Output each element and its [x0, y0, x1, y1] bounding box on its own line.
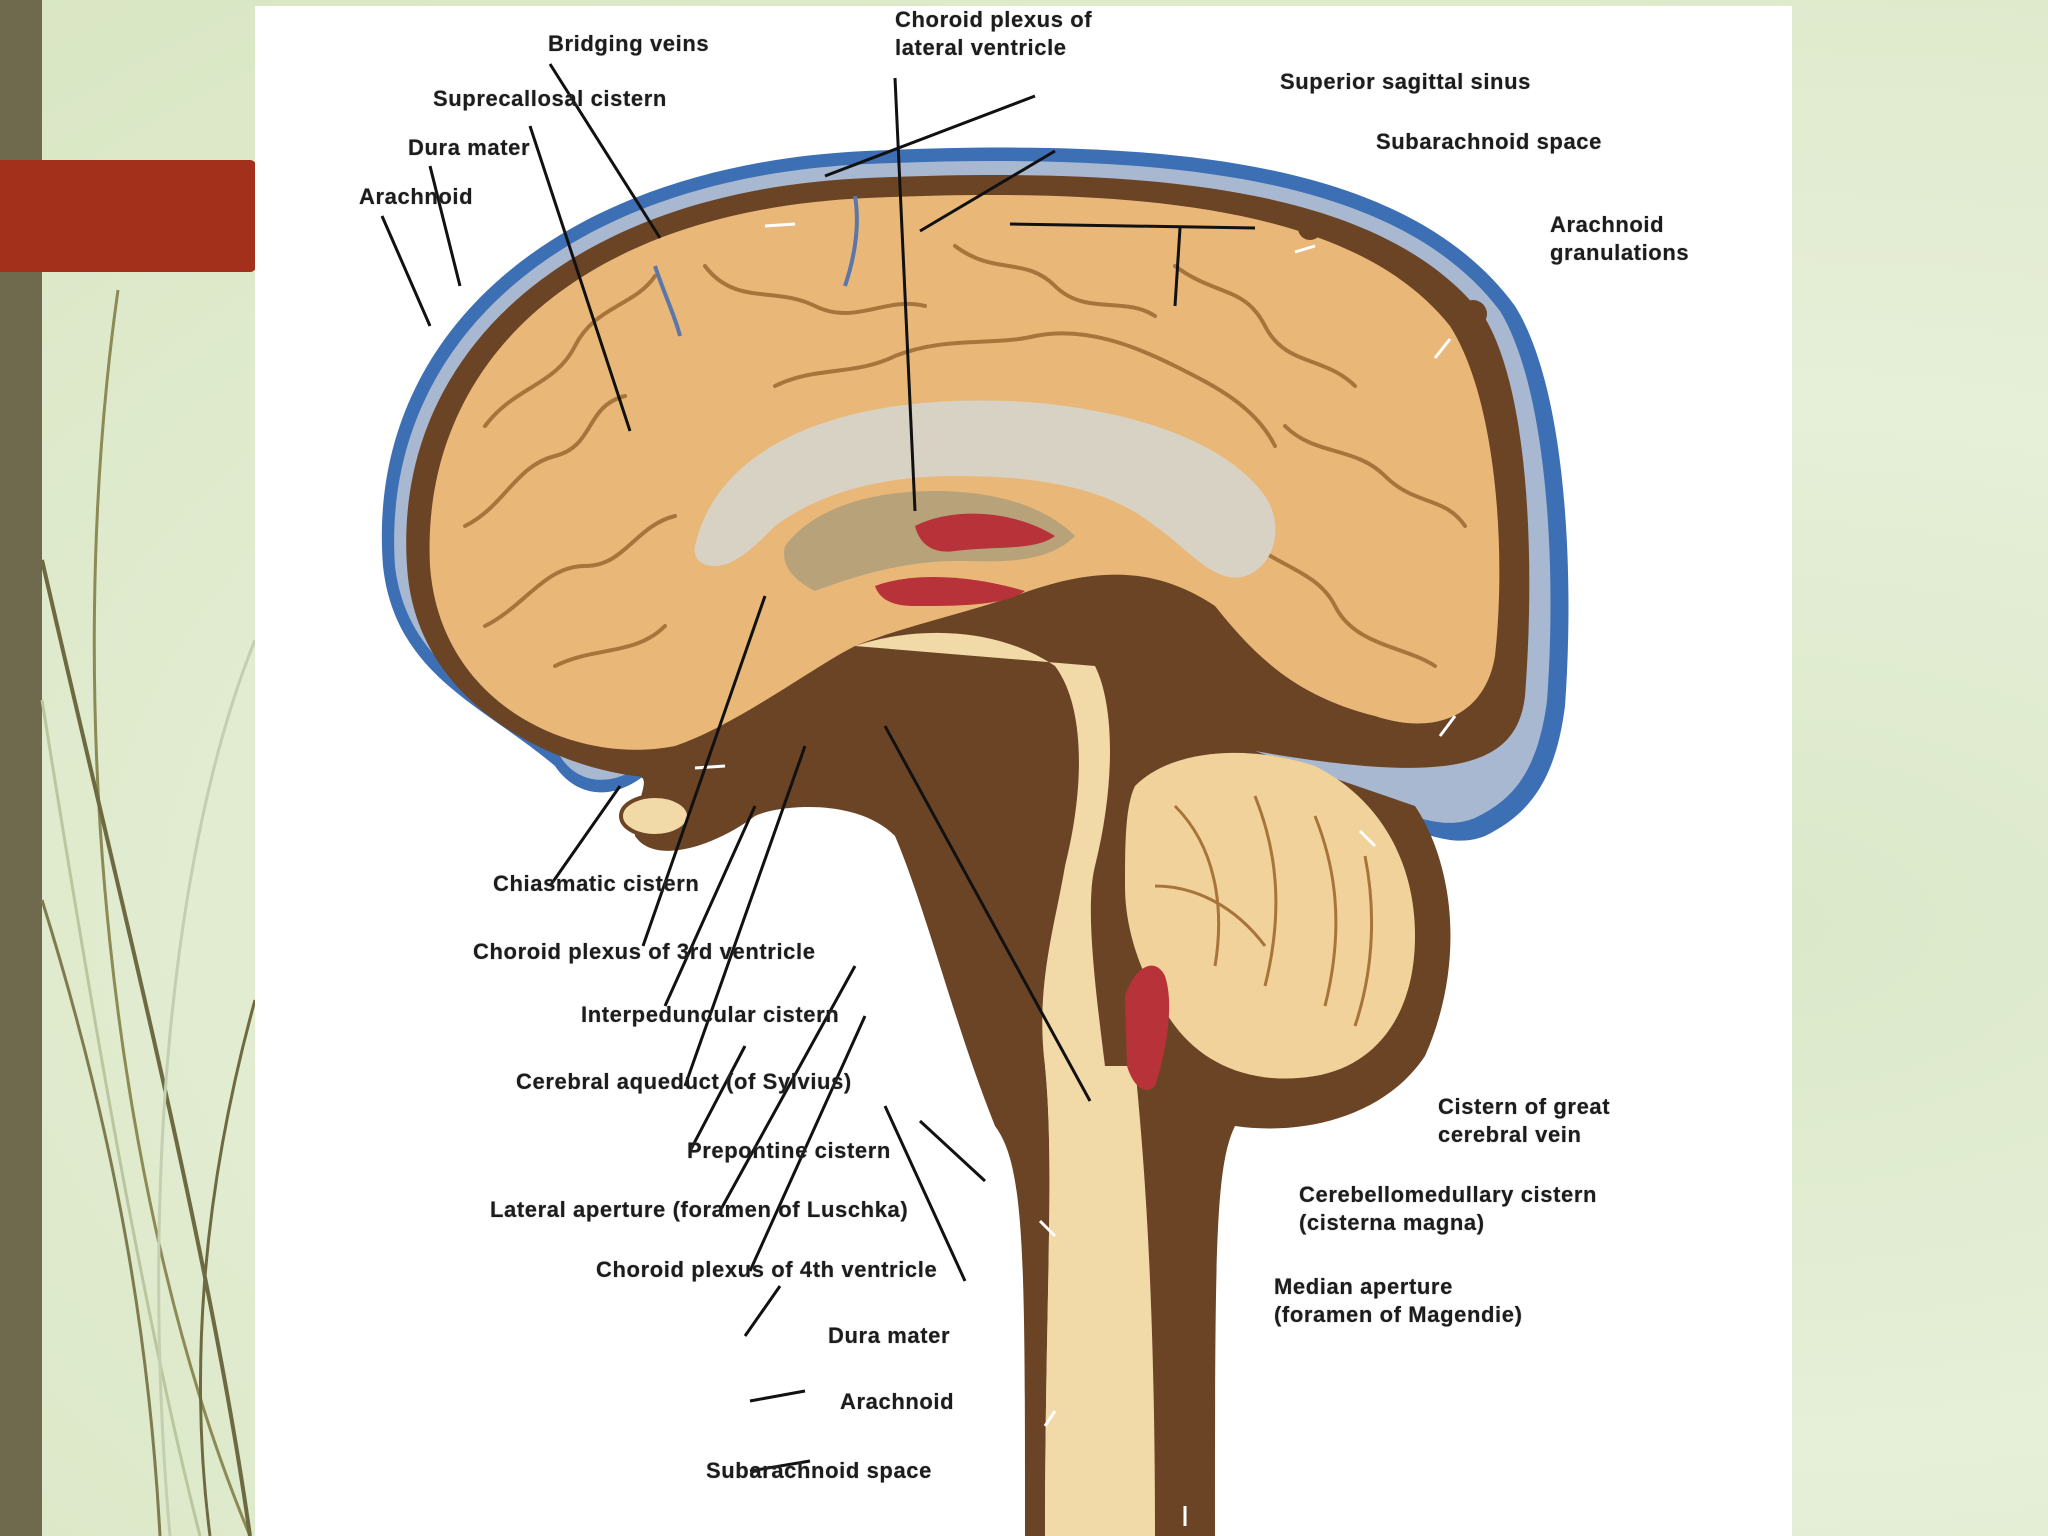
csf-flow-arrows [694, 222, 1457, 1526]
leader-lines [380, 63, 1256, 1473]
gyri-sulci [463, 244, 1467, 668]
label-cistern-great-vein-line2: cerebral vein [1438, 1122, 1582, 1147]
label-cerebellomedullary-line1: Cerebellomedullary cistern [1299, 1182, 1598, 1207]
label-arachnoid-bottom: Arachnoid [840, 1389, 955, 1414]
label-interpeduncular-cistern: Interpeduncular cistern [581, 1002, 840, 1027]
label-bridging-veins: Bridging veins [548, 31, 710, 56]
leader-choroid-4th [748, 1015, 867, 1272]
pituitary [619, 794, 691, 838]
label-superior-sagittal-sinus: Superior sagittal sinus [1280, 69, 1531, 94]
label-median-aperture-line2: (foramen of Magendie) [1274, 1302, 1523, 1327]
label-cerebellomedullary-cistern: Cerebellomedullary cistern (cisterna mag… [1299, 1181, 1639, 1237]
leader-arachnoid-bottom [749, 1389, 806, 1403]
label-choroid-plexus-3rd: Choroid plexus of 3rd ventricle [473, 939, 816, 964]
choroid-plexus-4th [1125, 965, 1170, 1090]
leader-granulations-1 [1009, 222, 1256, 230]
spinal-cord [1045, 1066, 1155, 1536]
leader-interpeduncular [663, 805, 757, 1007]
leader-cerebellomedullary [918, 1119, 987, 1183]
label-cistern-great-vein-line1: Cistern of great [1438, 1094, 1611, 1119]
leader-dura-top [428, 165, 462, 287]
leader-prepontine [688, 1045, 747, 1152]
diagram-panel: Bridging veins Choroid plexus of lateral… [255, 6, 1792, 1536]
label-cistern-great-cerebral-vein: Cistern of great cerebral vein [1438, 1093, 1658, 1149]
label-arachnoid-granulations: Arachnoid granulations [1550, 211, 1750, 267]
label-choroid-plexus-lateral-line1: Choroid plexus of [895, 7, 1093, 32]
leader-cistern-great-vein [883, 725, 1092, 1102]
leader-granulations-2 [1173, 227, 1182, 307]
leader-suprecallosal [528, 125, 632, 432]
leader-subarachnoid-bottom [749, 1459, 811, 1473]
label-arachnoid-top: Arachnoid [359, 184, 474, 209]
label-median-aperture: Median aperture (foramen of Magendie) [1274, 1273, 1574, 1329]
label-chiasmatic-cistern: Chiasmatic cistern [493, 871, 700, 896]
leader-median-aperture [883, 1105, 967, 1282]
choroid-plexus-3rd [875, 576, 1025, 606]
bridging-veins [653, 195, 859, 337]
label-prepontine-cistern: Prepontine cistern [687, 1138, 891, 1163]
leader-subarachnoid-top [919, 149, 1056, 233]
leader-choroid-3rd [641, 595, 767, 947]
leader-lateral-aperture [718, 965, 857, 1212]
label-cerebellomedullary-line2: (cisterna magna) [1299, 1210, 1485, 1235]
label-arachnoid-granulations-line1: Arachnoid [1550, 212, 1665, 237]
title-accent-tab [0, 160, 256, 272]
label-cerebral-aqueduct: Cerebral aqueduct (of Sylvius) [516, 1069, 852, 1094]
label-choroid-plexus-lateral: Choroid plexus of lateral ventricle [895, 6, 1135, 62]
label-subarachnoid-space-bottom: Subarachnoid space [706, 1458, 932, 1483]
choroid-plexus-lateral [915, 513, 1055, 552]
label-subarachnoid-space-top: Subarachnoid space [1376, 129, 1602, 154]
label-choroid-plexus-lateral-line2: lateral ventricle [895, 35, 1067, 60]
arachnoid-granulation-1 [1298, 216, 1322, 240]
label-choroid-plexus-4th: Choroid plexus of 4th ventricle [596, 1257, 938, 1282]
arachnoid-granulation-2 [1459, 300, 1487, 328]
cerebellum-folia [1154, 795, 1374, 1027]
label-dura-mater-bottom: Dura mater [828, 1323, 951, 1348]
leader-dura-bottom [743, 1285, 782, 1337]
label-dura-mater-top: Dura mater [408, 135, 531, 160]
brain-csf-diagram [380, 63, 1569, 1536]
leader-bridging-veins [548, 63, 662, 239]
label-arachnoid-granulations-line2: granulations [1550, 240, 1690, 265]
corpus-callosum [694, 400, 1276, 578]
leader-aqueduct [683, 745, 807, 1087]
label-suprecallosal-cistern: Suprecallosal cistern [433, 86, 667, 111]
leader-arachnoid-top [380, 215, 432, 327]
decorative-swoosh [40, 289, 257, 1536]
label-median-aperture-line1: Median aperture [1274, 1274, 1453, 1299]
leader-superior-sagittal [824, 94, 1036, 178]
leader-choroid-lateral [893, 77, 917, 512]
leader-chiasmatic [548, 785, 622, 887]
label-lateral-aperture: Lateral aperture (foramen of Luschka) [490, 1197, 909, 1222]
